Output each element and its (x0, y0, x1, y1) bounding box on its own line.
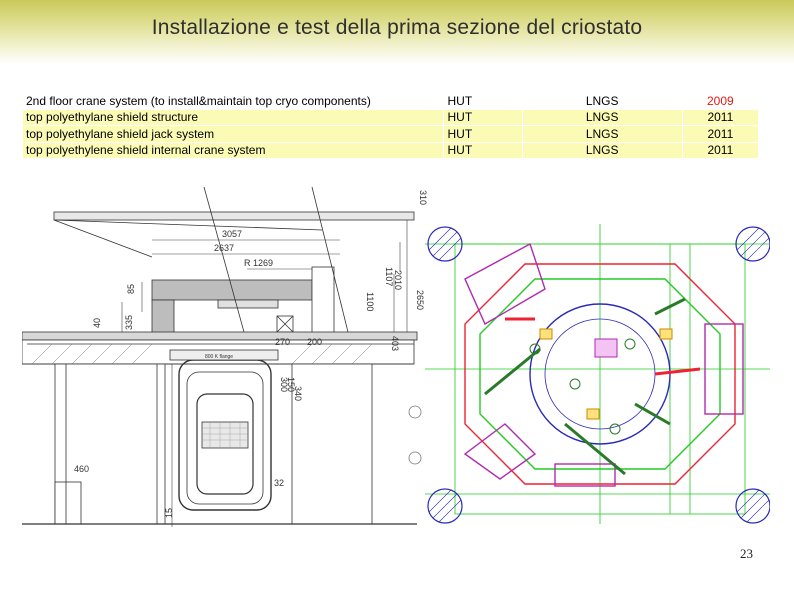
plan-grid (425, 224, 770, 524)
dim-r1269: R 1269 (244, 258, 273, 268)
table-row: top polyethylene shield internal crane s… (21, 141, 760, 159)
task-cell: top polyethylane shield structure (21, 108, 445, 126)
dim-1100: 1100 (365, 292, 375, 311)
dim-85: 85 (126, 284, 136, 294)
dim-2650: 2650 (415, 290, 425, 310)
year-cell: 2009 (681, 92, 760, 110)
dim-270: 270 (275, 337, 290, 347)
site-cell: LNGS (521, 125, 683, 143)
dim-2637: 2637 (214, 243, 234, 253)
circle-marks (408, 405, 422, 465)
year-cell: 2011 (681, 141, 760, 159)
flange-label: 800 K flange (205, 354, 233, 360)
responsible-cell: HUT (443, 125, 523, 143)
dimension-labels: 3057 2637 R 1269 1107 2010 2650 1100 403… (74, 190, 427, 518)
responsible-cell: HUT (443, 141, 523, 159)
dim-40: 40 (92, 318, 102, 328)
dim-300: 300 (279, 377, 289, 392)
task-cell: top polyethylane shield jack system (21, 125, 445, 143)
responsible-cell: HUT (443, 108, 523, 126)
top-beam (53, 211, 415, 258)
crane-frame (151, 186, 349, 335)
dim-15: 15 (164, 508, 174, 518)
site-cell: LNGS (521, 92, 683, 110)
table-row: 2nd floor crane system (to install&maint… (21, 92, 760, 110)
page-number: 23 (740, 546, 753, 561)
dim-2010: 2010 (393, 270, 403, 290)
slide-title: Installazione e test della prima sezione… (151, 16, 643, 39)
table-row: top polyethylane shield jack system HUT … (21, 125, 760, 143)
dim-403: 403 (390, 336, 400, 351)
section-drawing: 3057 2637 R 1269 1107 2010 2650 1100 403… (22, 186, 427, 527)
octagon-outline (464, 263, 736, 485)
plan-view-drawing (425, 224, 770, 524)
dim-200: 200 (307, 337, 322, 347)
dim-top: 310 (418, 190, 427, 205)
year-cell: 2011 (681, 125, 760, 143)
cryostat-vessel (169, 349, 279, 511)
dim-3057: 3057 (222, 229, 242, 239)
purple-shield-panels (463, 242, 744, 487)
schedule-table: 2nd floor crane system (to install&maint… (21, 92, 760, 159)
site-cell: LNGS (521, 108, 683, 126)
jack-arms (484, 297, 701, 476)
corner-pillars (427, 226, 770, 524)
dim-335: 335 (124, 315, 134, 330)
site-cell: LNGS (521, 141, 683, 159)
dim-150: 150 (286, 377, 296, 392)
table-row: top polyethylane shield structure HUT LN… (21, 108, 760, 126)
dim-32: 32 (274, 478, 284, 488)
task-cell: 2nd floor crane system (to install&maint… (21, 92, 445, 110)
year-cell: 2011 (681, 108, 760, 126)
responsible-cell: HUT (443, 92, 523, 110)
side-walls (22, 363, 417, 525)
dimension-lines (70, 220, 408, 527)
dim-340: 340 (293, 386, 303, 401)
dim-1107: 1107 (384, 267, 394, 286)
title-band (0, 0, 794, 64)
plan-components (529, 328, 673, 435)
task-cell: top polyethylene shield internal crane s… (21, 141, 445, 159)
dim-460: 460 (74, 464, 89, 474)
